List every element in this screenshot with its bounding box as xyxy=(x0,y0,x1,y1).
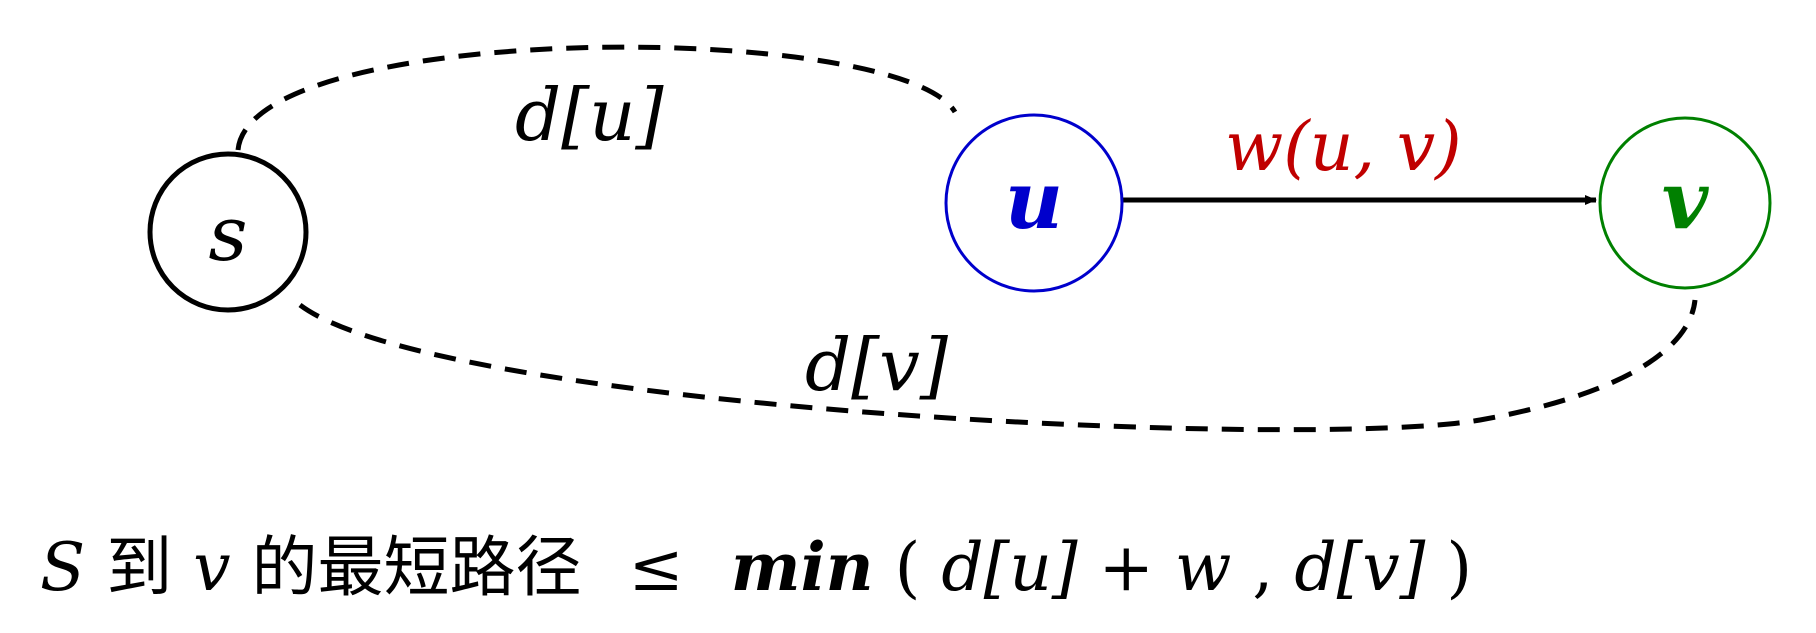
node-u xyxy=(944,113,1124,293)
formula-term-d-u: d[u] xyxy=(941,529,1078,606)
formula-plus: + xyxy=(1099,529,1175,606)
formula-term-d-v: d[v] xyxy=(1294,529,1425,606)
formula-relation: ≤ xyxy=(628,529,683,606)
node-s xyxy=(147,151,309,313)
dashed-path-s-to-v xyxy=(298,299,1698,433)
edge-label-d-u: d[u] xyxy=(515,73,665,157)
formula-target: v xyxy=(193,529,230,606)
node-u-label: u xyxy=(1005,153,1063,247)
formula: S 到 v 的最短路径 ≤ min ( d[u] + w , d[v] ) xyxy=(40,528,1472,606)
node-s-label: s xyxy=(208,189,247,278)
formula-func: min xyxy=(731,528,874,606)
dashed-path-s-to-u xyxy=(235,44,958,151)
formula-separator: , xyxy=(1252,529,1294,606)
formula-close-paren: ) xyxy=(1446,529,1472,606)
node-v-label: v xyxy=(1662,153,1710,247)
formula-phrase: 的最短路径 xyxy=(251,529,581,606)
formula-open-paren: ( xyxy=(895,529,921,606)
formula-term-w: w xyxy=(1175,529,1232,606)
formula-prefix: S xyxy=(40,529,85,606)
formula-to-text: 到 xyxy=(106,529,172,606)
edge-label-d-v: d[v] xyxy=(805,323,949,407)
node-v xyxy=(1598,116,1772,290)
edge-label-w-u-v: w(u, v) xyxy=(1225,108,1462,187)
